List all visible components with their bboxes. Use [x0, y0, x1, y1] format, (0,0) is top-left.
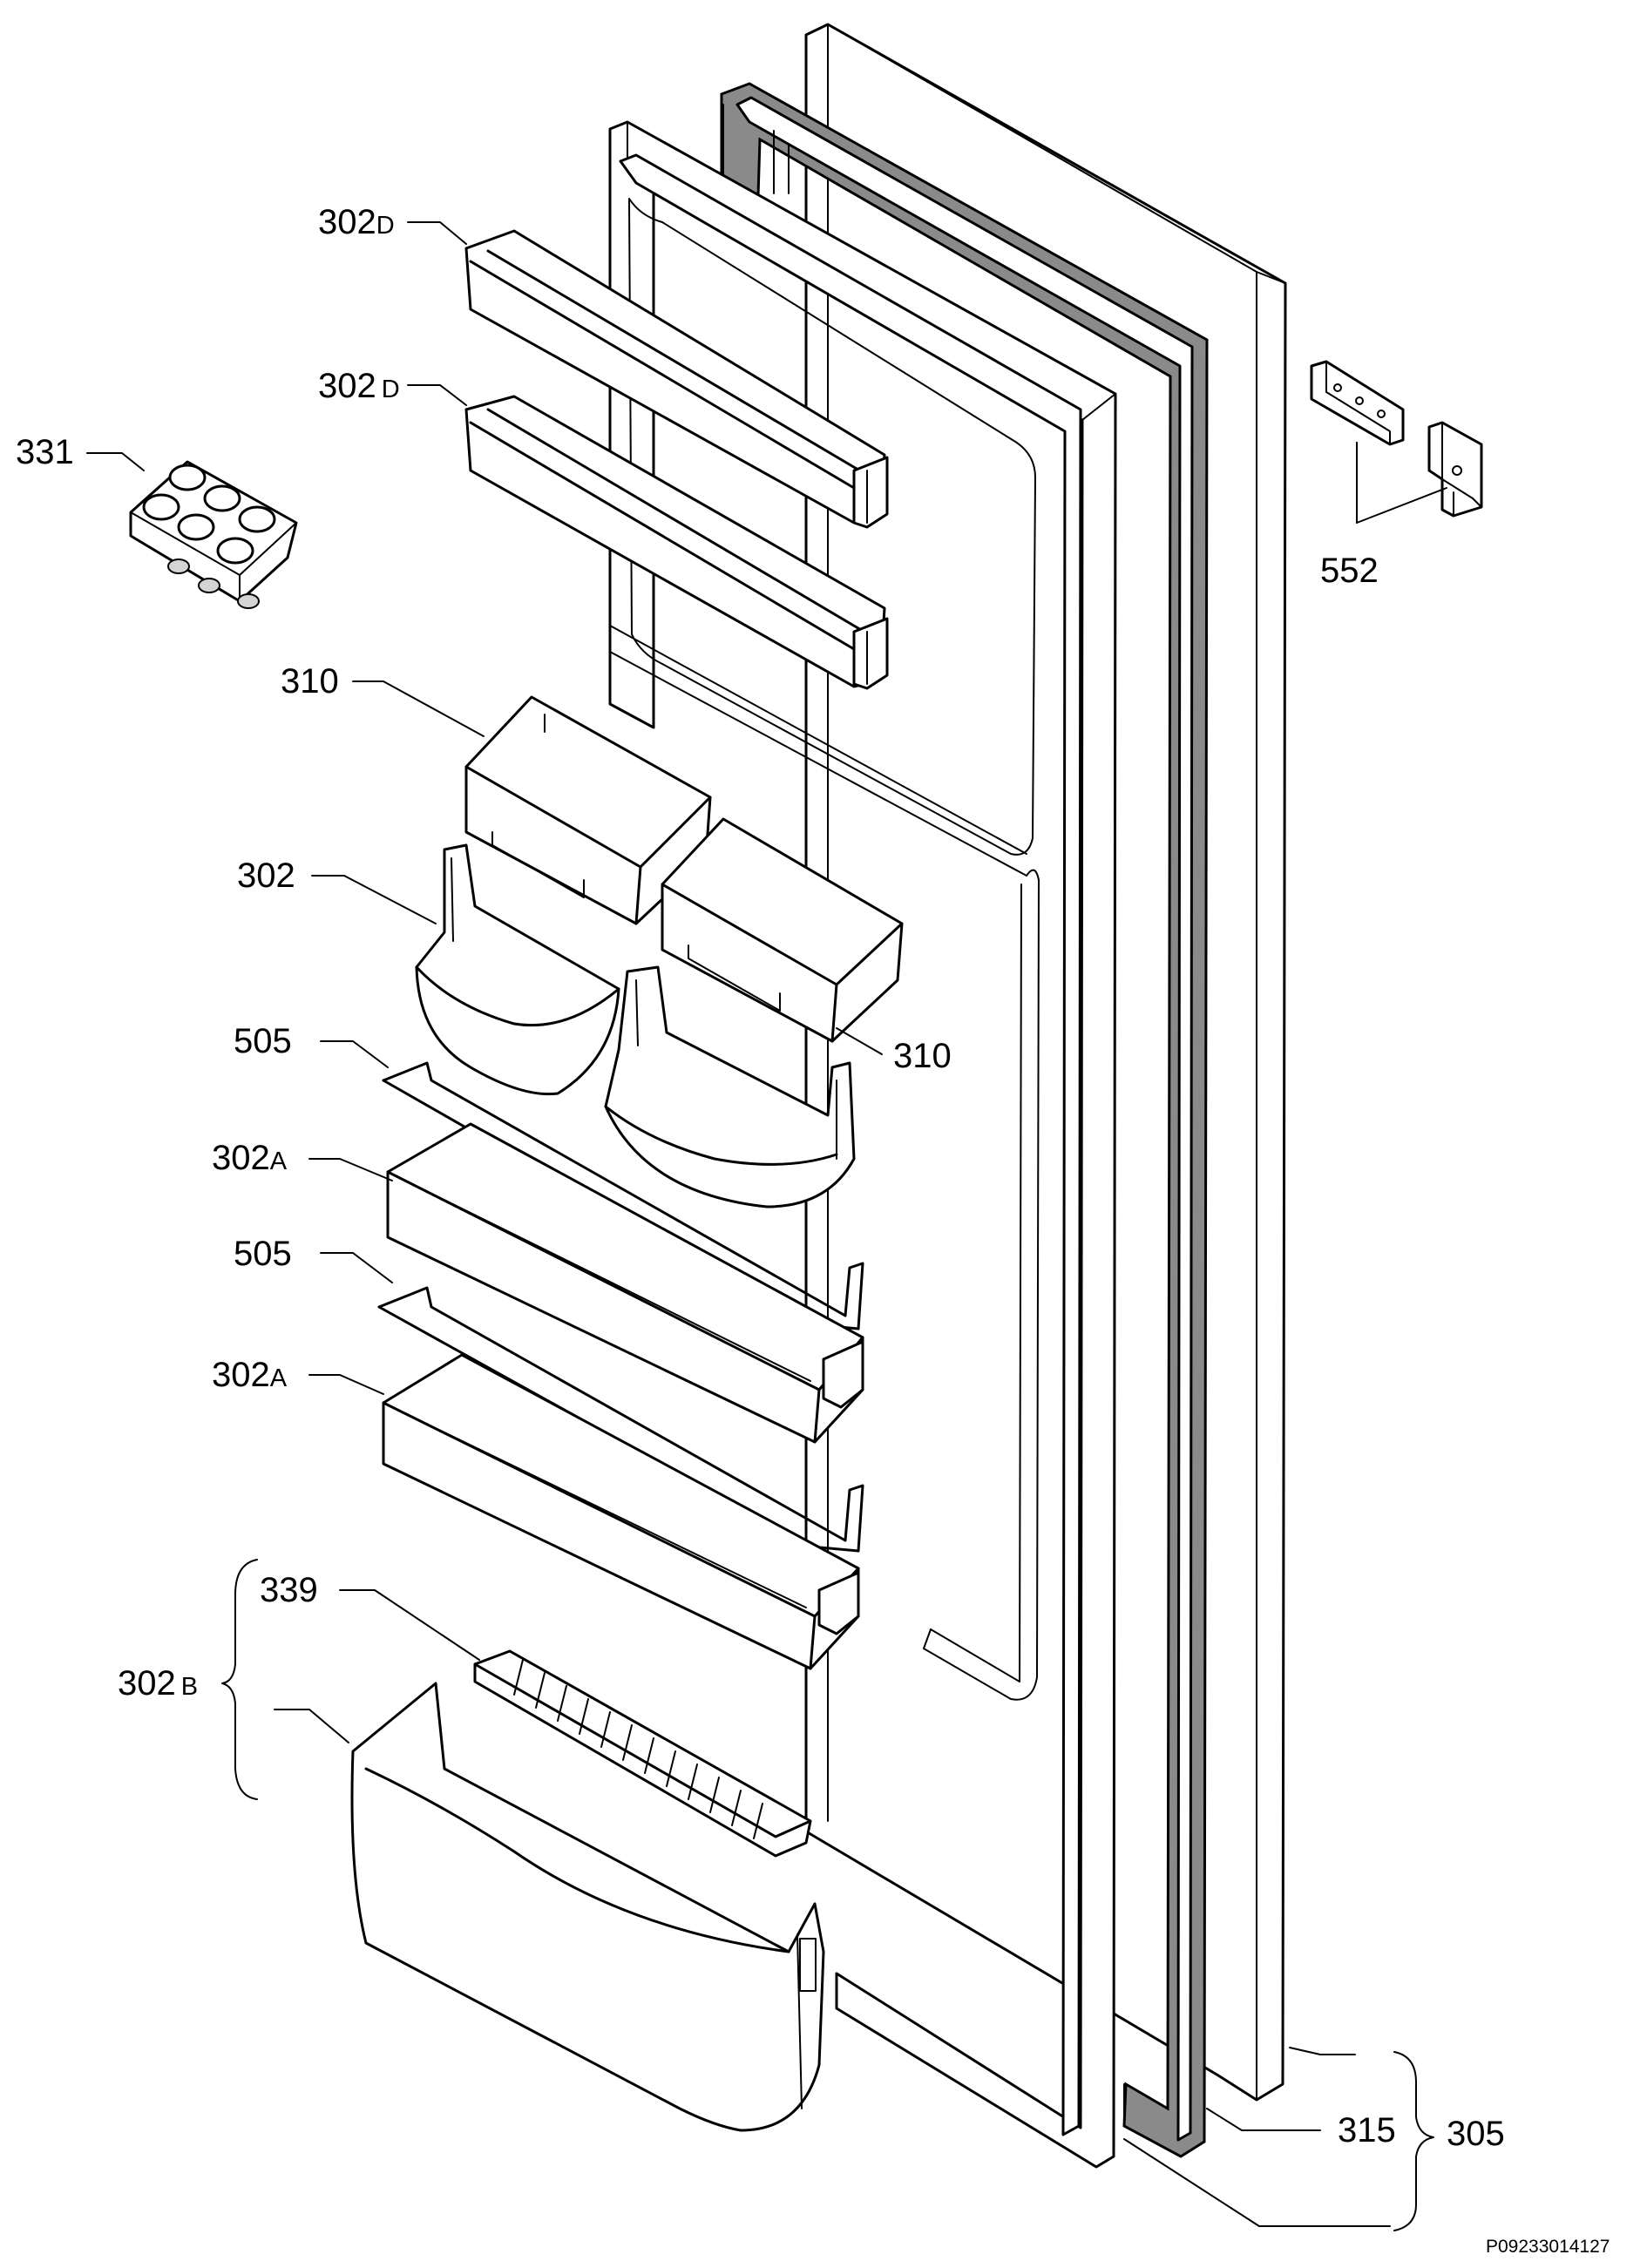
- drawing-code: P09233014127: [1486, 2237, 1610, 2257]
- label-305: 305: [1447, 2115, 1505, 2153]
- shelf-302a-top: [386, 1122, 864, 1444]
- shelf-302d-second: [464, 395, 889, 690]
- rack-339: [473, 1649, 812, 1858]
- label-505-second: 505: [234, 1235, 292, 1273]
- label-339: 339: [260, 1571, 318, 1609]
- leader-lines: [86, 221, 1447, 2231]
- shelf-302-right: [604, 965, 856, 1208]
- lid-310-right: [661, 817, 904, 1043]
- label-302A-second: 302A: [212, 1356, 288, 1394]
- label-552: 552: [1320, 552, 1379, 590]
- label-302A-top: 302A: [212, 1139, 288, 1177]
- label-505-top: 505: [234, 1022, 292, 1060]
- label-302: 302: [237, 856, 295, 895]
- label-310-right: 310: [893, 1037, 952, 1075]
- label-302D-top: 302D: [318, 203, 395, 241]
- egg-tray-331: [129, 460, 298, 609]
- label-315: 315: [1338, 2111, 1396, 2150]
- outer-door-panel: [804, 23, 1287, 2102]
- label-331: 331: [16, 433, 74, 471]
- bin-302b: [350, 1682, 825, 2132]
- inner-door-liner: [608, 120, 1117, 2169]
- label-310-left: 310: [281, 662, 339, 701]
- shelf-302d-top: [464, 229, 889, 529]
- shelf-302-left: [415, 843, 620, 1096]
- hinge-plates-552: [1310, 360, 1483, 518]
- shelf-302a-second: [382, 1353, 860, 1670]
